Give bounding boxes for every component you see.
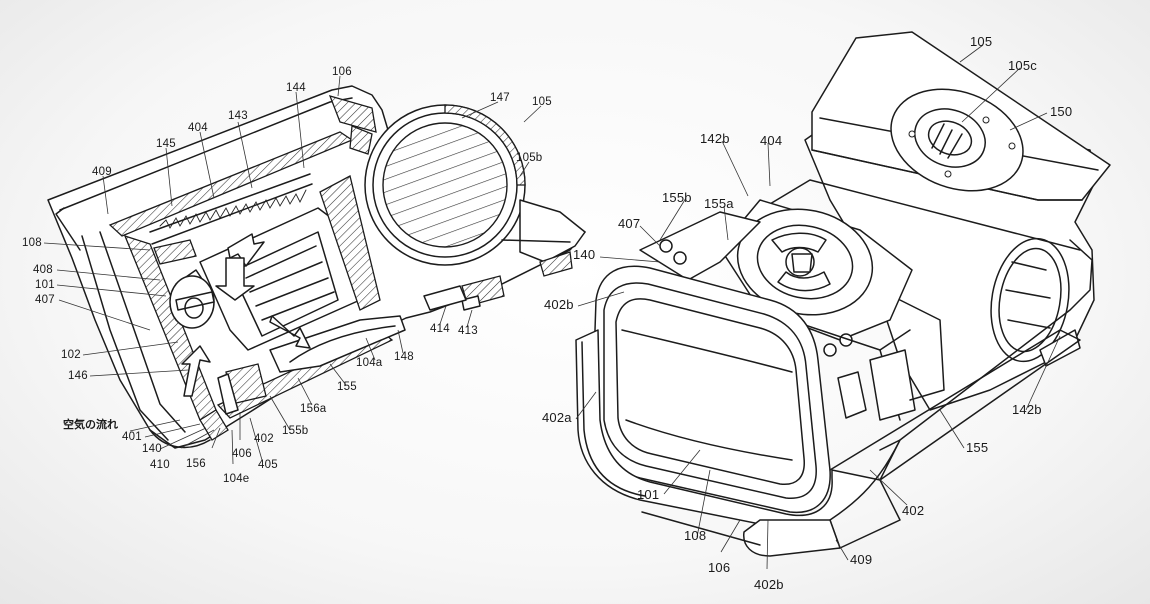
label-155a: 155a [704, 196, 734, 211]
label-155-left: 155 [337, 381, 357, 393]
label-410: 410 [150, 459, 170, 471]
label-108-right: 108 [684, 528, 707, 543]
label-108-left: 108 [22, 237, 42, 249]
label-142b-top: 142b [700, 131, 730, 146]
label-402b-bottom: 402b [754, 577, 784, 592]
label-142b-right: 142b [1012, 402, 1042, 417]
label-409-right: 409 [850, 552, 873, 567]
label-106-right: 106 [708, 560, 731, 575]
label-140-right: 140 [573, 247, 596, 262]
label-146: 146 [68, 370, 88, 382]
label-150: 150 [1050, 104, 1073, 119]
label-407-right: 407 [618, 216, 641, 231]
label-156: 156 [186, 458, 206, 470]
cutaway-view [47, 85, 586, 449]
label-105c: 105c [1008, 58, 1037, 73]
label-413: 413 [458, 325, 478, 337]
label-402-left: 402 [254, 433, 274, 445]
label-144: 144 [286, 82, 306, 94]
label-406: 406 [232, 448, 252, 460]
label-air-flow: 空気の流れ [63, 419, 118, 431]
label-104a: 104a [356, 357, 383, 369]
label-145: 145 [156, 138, 176, 150]
label-402a: 402a [542, 410, 572, 425]
label-155b-left: 155b [282, 425, 309, 437]
label-101-right: 101 [637, 487, 660, 502]
leader-lines [43, 44, 1061, 570]
label-105-right: 105 [970, 34, 993, 49]
label-402-right: 402 [902, 503, 925, 518]
label-155b-right: 155b [662, 190, 692, 205]
label-140-left: 140 [142, 443, 162, 455]
label-155-right: 155 [966, 440, 989, 455]
label-106-left: 106 [332, 66, 352, 78]
label-102: 102 [61, 349, 81, 361]
label-148: 148 [394, 351, 414, 363]
label-409-left: 409 [92, 166, 112, 178]
label-147: 147 [490, 92, 510, 104]
label-402b-top: 402b [544, 297, 574, 312]
label-407-left: 407 [35, 294, 55, 306]
label-414: 414 [430, 323, 450, 335]
label-404-left: 404 [188, 122, 208, 134]
perspective-view [575, 31, 1111, 557]
label-156a: 156a [300, 403, 327, 415]
label-101-left: 101 [35, 279, 55, 291]
label-405: 405 [258, 459, 278, 471]
label-104e: 104e [223, 473, 250, 485]
label-105b: 105b [516, 152, 543, 164]
label-404-right: 404 [760, 133, 783, 148]
label-408: 408 [33, 264, 53, 276]
label-143: 143 [228, 110, 248, 122]
label-105-left: 105 [532, 96, 552, 108]
label-401: 401 [122, 431, 142, 443]
